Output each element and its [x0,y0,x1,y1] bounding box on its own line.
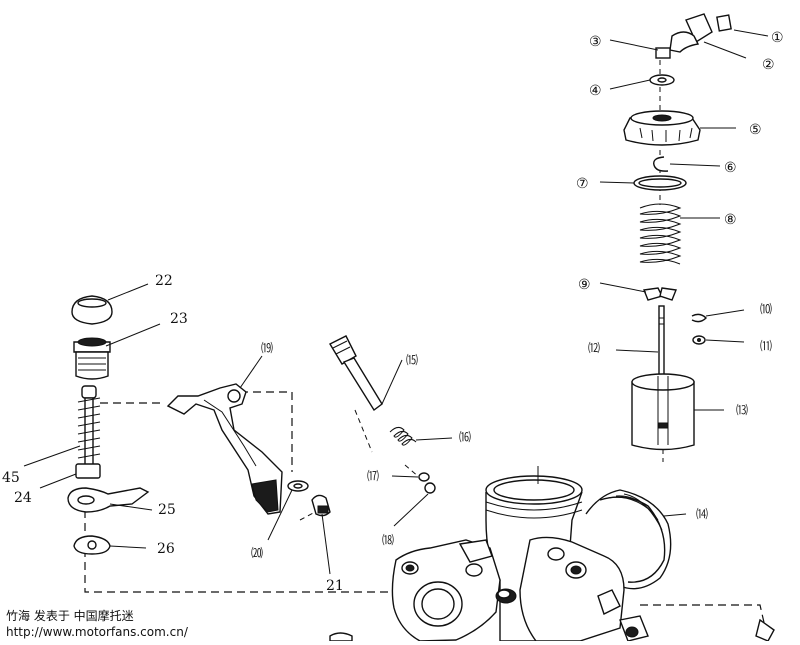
gasket-26 [73,535,111,555]
bracket-25 [67,487,150,513]
fitting-nut [655,47,671,59]
needle-clip-10 [691,313,707,323]
callout-45: 45 [2,470,20,486]
callout-22: 22 [155,273,173,289]
screw-21 [311,494,331,517]
callout-9: ⑨ [578,277,591,293]
callout-labels: ① ② ③ ④ ⑤ ⑥ ⑦ ⑧ ⑨ ⑽ ⑾ ⑿ ⒀ ⒁ ⒂ ⒃ ⒄ ⒅ ⒆ ⒇ … [2,30,784,594]
callout-20: ⒇ [251,546,263,560]
carburetor-body [329,475,775,642]
callout-4: ④ [589,83,602,99]
callout-18: ⒅ [382,533,394,547]
callout-12: ⑿ [588,341,600,355]
cap-part-1 [716,14,732,32]
callout-23: 23 [170,311,188,327]
carburetor-top-cap [623,110,701,146]
washer-4 [649,74,675,86]
needle-retainer-9 [643,287,677,301]
throttle-slide-13 [631,373,695,451]
callout-15: ⒂ [406,352,418,367]
o-ring-7 [633,175,687,191]
callout-1: ① [771,30,784,46]
callout-21: 21 [326,578,344,594]
callout-25: 25 [158,502,176,518]
fitting-assembly [655,13,732,59]
rubber-cap-22 [71,295,113,325]
pilot-screw-15 [329,335,383,412]
e-clip-6 [653,156,669,172]
callout-16: ⒃ [459,430,471,444]
callout-11: ⑾ [760,339,772,353]
throttle-lever-19 [166,383,283,515]
callout-24: 24 [14,490,32,506]
watermark-line-1: 竹海 发表于 中国摩托迷 [6,609,134,623]
nut-23 [73,337,111,380]
callout-8: ⑧ [724,212,737,228]
watermark: 竹海 发表于 中国摩托迷 http://www.motorfans.com.cn… [6,608,188,640]
callout-13: ⒀ [736,403,748,417]
callout-26: 26 [157,541,175,557]
callout-17: ⒄ [367,469,379,483]
washer-20 [287,480,309,492]
leader-lines [23,29,769,575]
callout-6: ⑥ [724,160,737,176]
throttle-spring-8 [639,203,682,265]
watermark-line-2: http://www.motorfans.com.cn/ [6,625,188,639]
callout-7: ⑦ [576,176,589,192]
callout-19: ⒆ [261,341,273,355]
adjust-screw-24 [75,385,101,479]
callout-5: ⑤ [749,122,762,138]
callout-3: ③ [589,34,602,50]
o-ring-18 [424,482,436,494]
callout-2: ② [762,57,775,73]
elbow-pipe [669,31,700,53]
spring-16 [389,426,417,446]
washer-17 [418,472,430,482]
needle-clip-11 [692,335,706,345]
callout-10: ⑽ [760,302,772,316]
callout-14: ⒁ [696,507,708,521]
jet-needle-12 [658,305,665,379]
